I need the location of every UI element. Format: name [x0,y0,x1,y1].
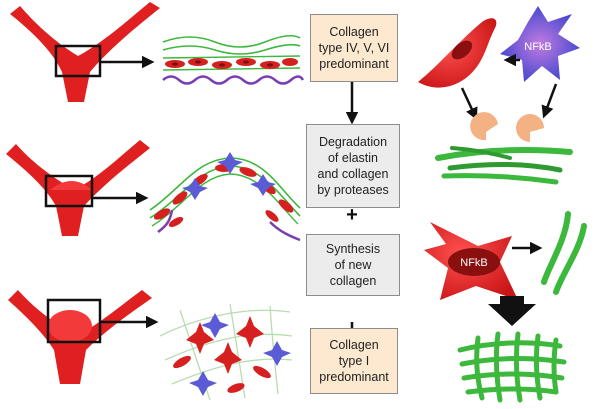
smooth-muscle-cell-top [418,18,497,88]
plus-sign: + [346,204,358,226]
wall-normal [162,34,305,85]
box-collagen-i: Collagen type I predominant [310,328,398,394]
collagen-fibers-degrading [435,146,573,185]
nfkb-label-top: NFkB [524,41,552,53]
new-collagen-fibers [541,211,587,295]
vessel-middle [6,140,150,236]
box-synthesis: Synthesis of new collagen [306,234,400,296]
box-collagen-iv-v-vi: Collagen type IV, V, VI predominant [310,14,398,82]
wall-aneurysm [159,303,293,401]
vessel-bottom [8,290,159,384]
nfkb-label-bottom: NFkB [460,257,488,269]
box-degradation: Degradation of elastin and collagen by p… [306,124,400,208]
collagen-mesh [457,331,567,403]
cell-arrows-top [460,53,558,121]
wall-remodeling [149,152,301,242]
protease-icons [470,112,544,142]
nfkb-cell-bottom: NFkB [424,222,518,300]
cell-arrows-bottom [488,241,543,326]
nfkb-cell-top: NFkB [500,6,580,82]
vessel-top [10,2,160,102]
